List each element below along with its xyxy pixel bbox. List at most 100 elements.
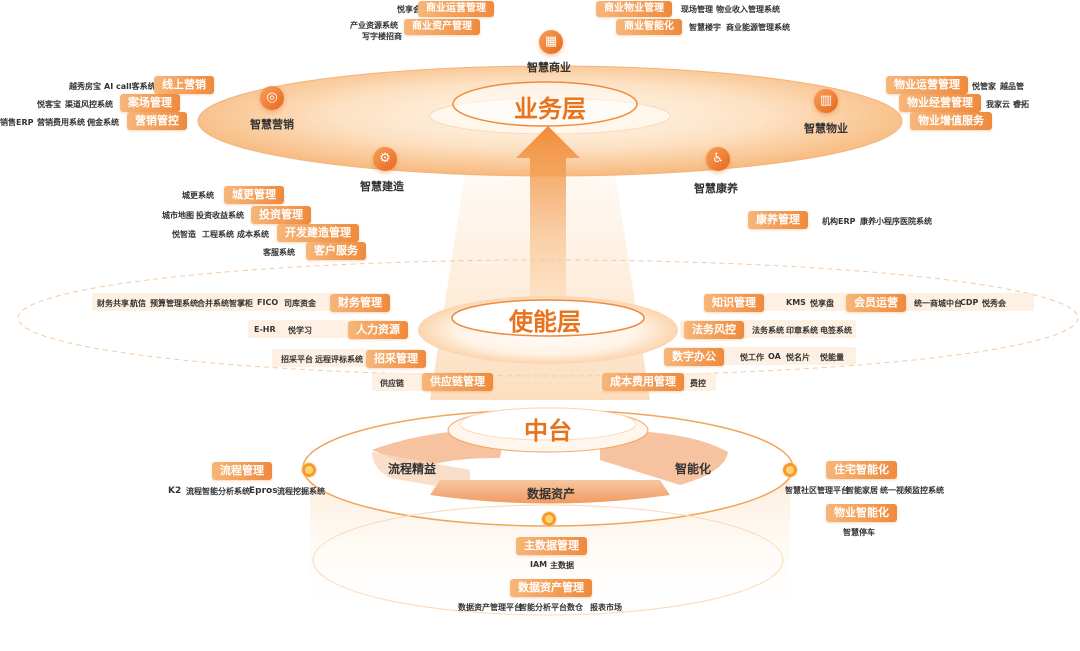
tag-member-ops[interactable]: 会员运营: [846, 294, 906, 312]
tag-marketing-control[interactable]: 营销管控: [127, 112, 187, 130]
tag-urban-renewal[interactable]: 城更管理: [224, 186, 284, 204]
system-item: 城市地图: [162, 211, 194, 220]
tag-cost-management[interactable]: 成本费用管理: [602, 373, 684, 391]
system-item: 写字楼招商: [362, 32, 402, 41]
tag-hr[interactable]: 人力资源: [348, 321, 408, 339]
system-item: 悦工作: [740, 353, 764, 362]
system-item: 佣金系统: [87, 118, 119, 127]
node-dot-bottom: [541, 511, 557, 527]
system-item: 越秀房宝: [69, 82, 101, 91]
system-item: 城更系统: [182, 191, 214, 200]
system-item: 悦享盘: [810, 299, 834, 308]
property-domain-label: 智慧物业: [804, 122, 848, 135]
system-item: 统一商城中台: [914, 299, 962, 308]
system-item: 主数据: [550, 561, 574, 570]
system-band: [92, 293, 390, 311]
system-item: 智慧楼宇: [689, 23, 721, 32]
system-item: 智能家居: [846, 486, 878, 495]
system-item: 医院系统: [900, 217, 932, 226]
system-item: 悦客宝: [37, 100, 61, 109]
tag-property-ops[interactable]: 物业运营管理: [886, 76, 968, 94]
tag-sales-site[interactable]: 案场管理: [120, 94, 180, 112]
system-item: 流程智能分析系统: [186, 487, 250, 496]
person-care-icon: ♿: [706, 147, 730, 171]
system-item: 悦智造: [172, 230, 196, 239]
tag-digital-office[interactable]: 数字办公: [664, 348, 724, 366]
enable-layer-title: 使能层: [509, 308, 581, 336]
system-item: 现场管理: [681, 5, 713, 14]
system-item: K2: [168, 486, 182, 496]
target-icon: ◎: [260, 86, 284, 110]
tag-residential-intelligence[interactable]: 住宅智能化: [826, 461, 897, 479]
tag-finance[interactable]: 财务管理: [330, 294, 390, 312]
system-item: 司库资金: [284, 299, 316, 308]
system-item: 悦享会: [397, 5, 421, 14]
system-item: IAM: [530, 560, 548, 569]
system-item: 悦秀会: [982, 299, 1006, 308]
tag-process-management[interactable]: 流程管理: [212, 462, 272, 480]
system-item: 客服系统: [263, 248, 295, 257]
system-item: FICO: [257, 298, 279, 307]
system-item: 财务共享: [97, 299, 129, 308]
system-item: 商业能源管理系统: [726, 23, 790, 32]
system-item: Epros: [249, 486, 278, 496]
system-item: 营销费用系统: [37, 118, 85, 127]
system-item: 供应链: [380, 379, 404, 388]
tag-investment[interactable]: 投资管理: [251, 206, 311, 224]
system-item: 智能分析平台: [519, 603, 567, 612]
system-item: 预算管理系统: [150, 299, 198, 308]
middle-layer-title: 中台: [524, 417, 572, 445]
system-item: 悦学习: [288, 326, 312, 335]
tag-commerce-assets[interactable]: 商业资产管理: [404, 19, 480, 35]
tag-property-value-added[interactable]: 物业增值服务: [910, 112, 992, 130]
marketing-domain-label: 智慧营销: [250, 118, 294, 131]
system-item: 悦能量: [820, 353, 844, 362]
system-item: 康养小程序: [860, 217, 900, 226]
system-item: 机构ERP: [822, 217, 856, 226]
system-item: 电签系统: [820, 326, 852, 335]
tag-property-business[interactable]: 物业经营管理: [899, 94, 981, 112]
system-item: 智掌柜: [229, 299, 253, 308]
system-item: E-HR: [254, 325, 276, 334]
tag-legal[interactable]: 法务风控: [684, 321, 744, 339]
system-item: 悦名片: [786, 353, 810, 362]
system-item: 合并系统: [197, 299, 229, 308]
system-item: 睿拓: [1013, 100, 1029, 109]
system-item: 智慧社区管理平台: [785, 486, 849, 495]
tag-procurement[interactable]: 招采管理: [366, 350, 426, 368]
system-item: 航信: [130, 299, 146, 308]
system-item: CDP: [960, 298, 979, 307]
tag-health-care[interactable]: 康养管理: [748, 211, 808, 229]
system-item: 数据资产管理平台: [458, 603, 522, 612]
tag-commerce-ops[interactable]: 商业运营管理: [418, 1, 494, 17]
tag-customer-service[interactable]: 客户服务: [306, 242, 366, 260]
tag-online-marketing[interactable]: 线上营销: [154, 76, 214, 94]
tag-supply-chain[interactable]: 供应链管理: [422, 373, 493, 391]
system-item: KMS: [786, 298, 806, 307]
system-item: AI call客系统: [104, 82, 156, 91]
tag-development[interactable]: 开发建造管理: [277, 224, 359, 242]
tag-commerce-property[interactable]: 商业物业管理: [596, 1, 672, 17]
system-item: 统一视频监控系统: [880, 486, 944, 495]
system-item: 流程挖掘系统: [277, 487, 325, 496]
tag-commerce-intelligent[interactable]: 商业智能化: [616, 19, 682, 35]
system-item: 智慧停车: [843, 528, 875, 537]
system-item: 产业资源系统: [350, 21, 398, 30]
construction-domain-label: 智慧建造: [360, 180, 404, 193]
tag-data-asset-management[interactable]: 数据资产管理: [510, 579, 592, 597]
tag-property-intelligence[interactable]: 物业智能化: [826, 504, 897, 522]
tag-master-data[interactable]: 主数据管理: [516, 537, 587, 555]
system-item: 投资收益系统: [196, 211, 244, 220]
system-item: 悦管家: [972, 82, 996, 91]
system-item: 销售ERP: [0, 118, 34, 127]
system-item: 招采平台: [281, 355, 313, 364]
system-item: 工程系统: [202, 230, 234, 239]
tag-knowledge[interactable]: 知识管理: [704, 294, 764, 312]
node-dot-left: [301, 462, 317, 478]
system-item: 我家云: [986, 100, 1010, 109]
building-icon: ▥: [814, 89, 838, 113]
sector-intelligence: 智能化: [675, 462, 712, 476]
system-item: 法务系统: [752, 326, 784, 335]
sector-process-lean: 流程精益: [388, 462, 437, 476]
